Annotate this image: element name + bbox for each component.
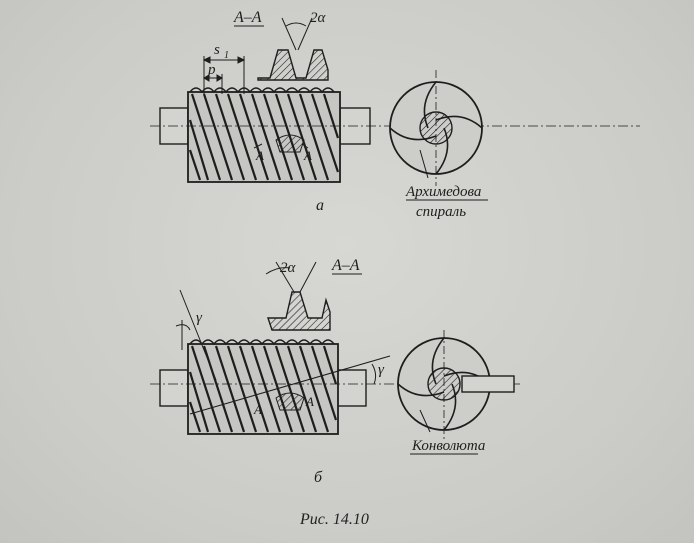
section-aa-profile-bottom: [265, 261, 331, 331]
angle-label-top: 2α: [310, 10, 327, 26]
gamma-left-label: γ: [196, 310, 203, 326]
gamma-right-label: γ: [378, 362, 385, 378]
angle-label-bottom: 2α: [280, 260, 297, 276]
section-aa-profile-top: [257, 17, 329, 81]
archimedean-worm-view: s 1 p A–A 2α A A Архимедова спираль а: [150, 9, 640, 220]
end-view-archimedean: [389, 70, 483, 186]
section-label-bottom: A–A: [331, 257, 360, 274]
cut-mark-a-left-top: A: [255, 148, 264, 163]
sub-caption-b: б: [314, 469, 323, 486]
convolute-worm-view: γ γ 2α A–A A A Конволюта б: [150, 257, 520, 486]
pitch-p-label: p: [207, 62, 216, 78]
callout-convolute: Конволюта: [411, 438, 485, 454]
callout-archimedean-line1: Архимедова: [405, 184, 481, 200]
end-view-convolute: [397, 330, 515, 440]
pitch-s-label: s: [214, 42, 220, 58]
callout-archimedean-line2: спираль: [416, 204, 466, 220]
pitch-s-subscript: 1: [224, 50, 229, 61]
cut-mark-a-right-top: A: [303, 148, 312, 163]
section-label-top: A–A: [233, 9, 262, 26]
cut-mark-a-right-bottom: A: [305, 394, 314, 409]
figure-caption: Рис. 14.10: [299, 511, 369, 528]
sub-caption-a: а: [316, 197, 324, 214]
cut-mark-a-left-bottom: A: [253, 402, 262, 417]
